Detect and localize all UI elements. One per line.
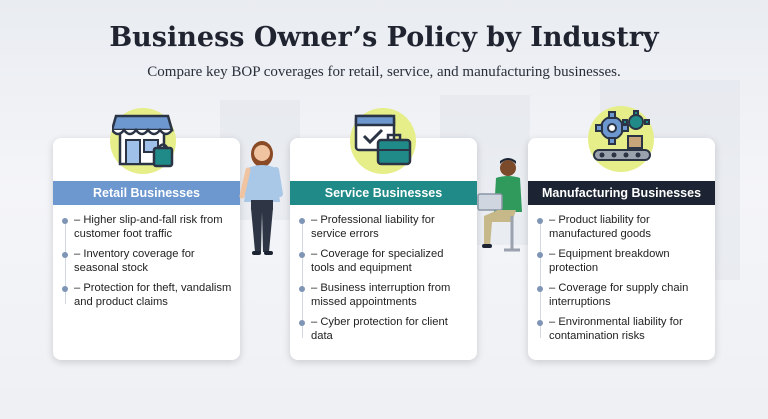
retail-card: Retail Businesses – Higher slip-and-fall… (53, 138, 240, 360)
list-item: – Product liability for manufactured goo… (537, 214, 707, 241)
manufacturing-header: Manufacturing Businesses (528, 181, 715, 205)
manufacturing-card: Manufacturing Businesses – Product liabi… (528, 138, 715, 360)
retail-coverage-list: – Higher slip-and-fall risk from custome… (62, 214, 232, 316)
page-subtitle: Compare key BOP coverages for retail, se… (147, 64, 621, 80)
woman-illustration (239, 141, 283, 255)
page-title: Business Owner’s Policy by Industry (109, 22, 659, 53)
list-item: – Environmental liability for contaminat… (537, 316, 707, 343)
storefront-icon (112, 114, 174, 168)
service-card: Service Businesses – Professional liabil… (290, 138, 477, 360)
list-item: – Coverage for specialized tools and equ… (299, 248, 469, 275)
retail-header: Retail Businesses (53, 181, 240, 205)
list-item: – Professional liability for service err… (299, 214, 469, 241)
list-item: – Business interruption from missed appo… (299, 282, 469, 309)
calendar-briefcase-icon (354, 114, 412, 166)
list-item: – Coverage for supply chain interruption… (537, 282, 707, 309)
list-item: – Higher slip-and-fall risk from custome… (62, 214, 232, 241)
service-coverage-list: – Professional liability for service err… (299, 214, 469, 350)
list-item: – Protection for theft, vandalism and pr… (62, 282, 232, 309)
list-item: – Equipment breakdown protection (537, 248, 707, 275)
service-header: Service Businesses (290, 181, 477, 205)
list-item: – Inventory coverage for seasonal stock (62, 248, 232, 275)
man-laptop-illustration (477, 158, 522, 252)
manufacturing-coverage-list: – Product liability for manufactured goo… (537, 214, 707, 350)
gears-conveyor-icon (593, 110, 651, 161)
list-item: – Cyber protection for client data (299, 316, 469, 343)
